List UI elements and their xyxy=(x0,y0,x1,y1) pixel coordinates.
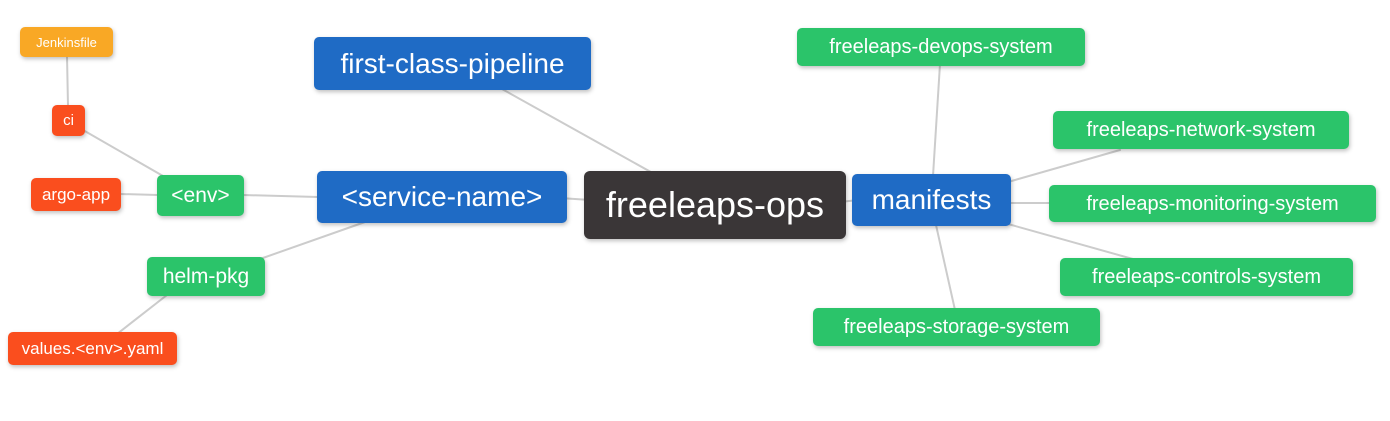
node-service-name[interactable]: <service-name> xyxy=(317,171,567,223)
node-manifests[interactable]: manifests xyxy=(852,174,1011,226)
edge-first-class-pipeline--freeleaps-ops xyxy=(501,88,659,177)
node-argo-app[interactable]: argo-app xyxy=(31,178,121,211)
edge-service-name--helm-pkg xyxy=(259,221,366,260)
node-helm-pkg[interactable]: helm-pkg xyxy=(147,257,265,296)
node-env[interactable]: <env> xyxy=(157,175,244,216)
node-freeleaps-monitoring-system[interactable]: freeleaps-monitoring-system xyxy=(1049,185,1376,222)
node-freeleaps-devops-system[interactable]: freeleaps-devops-system xyxy=(797,28,1085,66)
node-freeleaps-network-system[interactable]: freeleaps-network-system xyxy=(1053,111,1349,149)
edge-manifests--freeleaps-storage-system xyxy=(935,224,956,311)
edge-ci--env xyxy=(82,129,171,181)
edge-jenkinsfile--ci xyxy=(66,55,69,107)
node-values-env-yaml[interactable]: values.<env>.yaml xyxy=(8,332,177,365)
edge-manifests--freeleaps-devops-system xyxy=(932,63,941,177)
node-ci[interactable]: ci xyxy=(52,105,85,136)
node-freeleaps-ops[interactable]: freeleaps-ops xyxy=(584,171,846,239)
node-freeleaps-controls-system[interactable]: freeleaps-controls-system xyxy=(1060,258,1353,296)
node-jenkinsfile[interactable]: Jenkinsfile xyxy=(20,27,113,57)
edge-manifests--freeleaps-network-system xyxy=(1007,149,1121,183)
edge-helm-pkg--values-env-yaml xyxy=(116,294,168,335)
edge-env--service-name xyxy=(242,194,319,198)
node-freeleaps-storage-system[interactable]: freeleaps-storage-system xyxy=(813,308,1100,346)
node-first-class-pipeline[interactable]: first-class-pipeline xyxy=(314,37,591,90)
edge-argo-app--env xyxy=(119,193,159,196)
edge-manifests--freeleaps-controls-system xyxy=(1007,223,1141,262)
